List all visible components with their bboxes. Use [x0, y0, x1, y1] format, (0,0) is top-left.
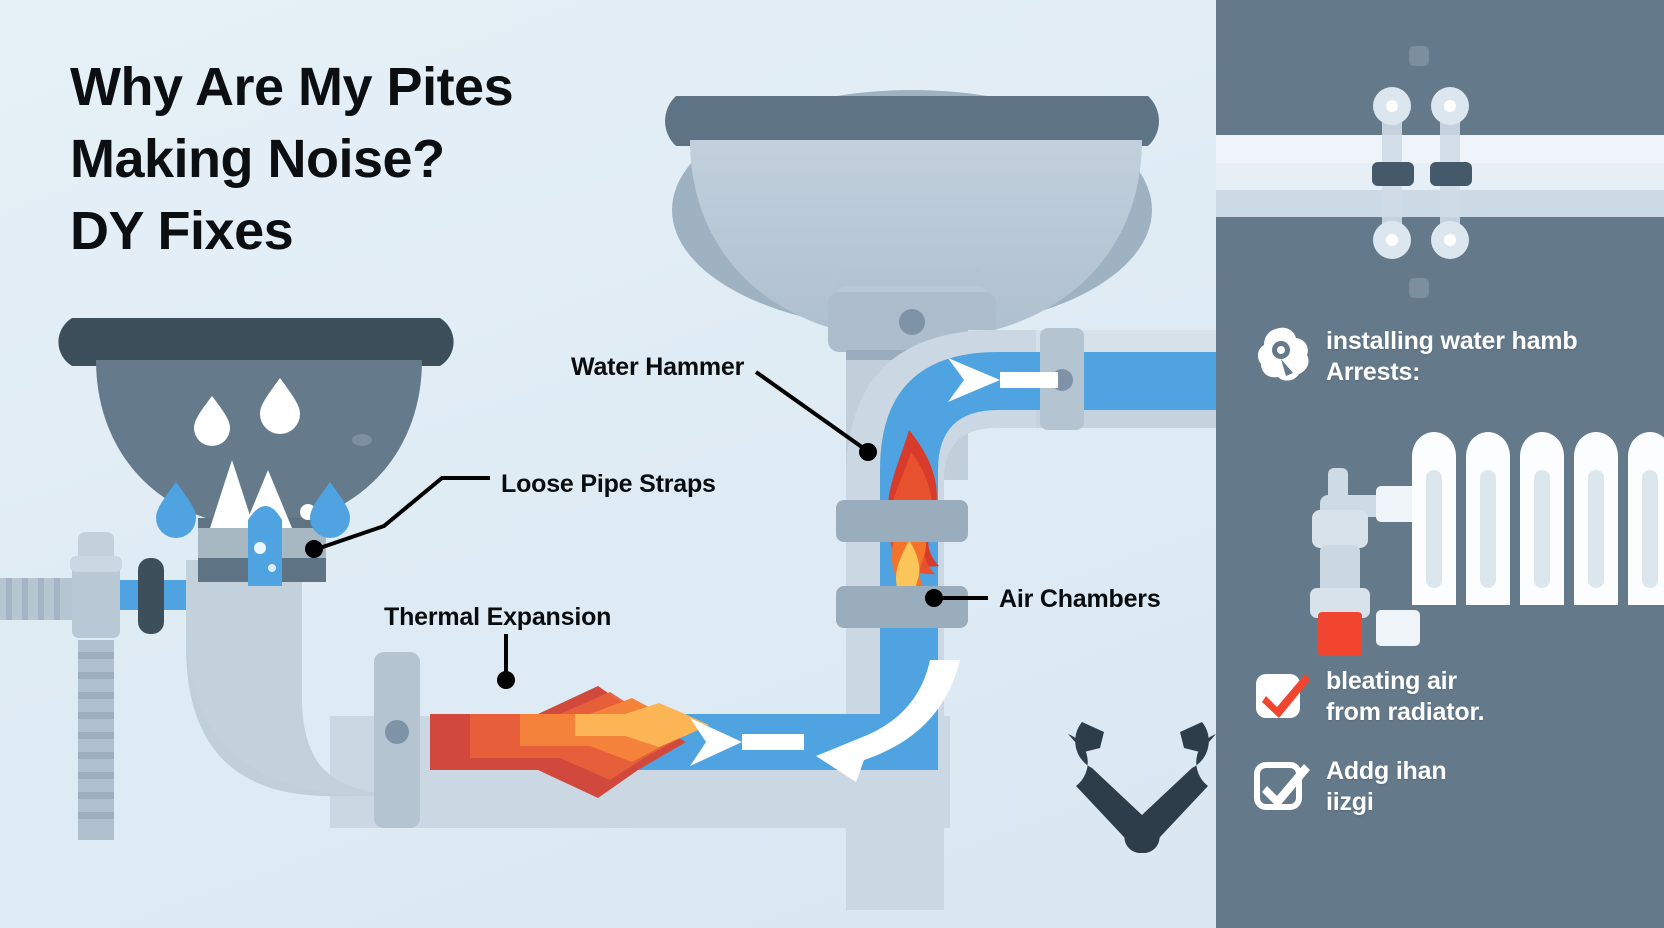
headline-line-3: DY Fixes — [70, 200, 294, 261]
bleed-valve-tip — [1318, 612, 1362, 656]
pipe-strap — [836, 586, 968, 628]
checkbox-checked-icon — [1256, 674, 1310, 718]
flow-arrow-lower-curve — [816, 660, 960, 782]
flame-horizontal-pipe — [430, 686, 709, 798]
flow-arrow-lower — [690, 718, 804, 766]
headline-line-1: Why Are My Pites — [70, 57, 514, 117]
checkbox-checked-outline-icon — [1254, 762, 1310, 810]
pipe-strap — [836, 500, 968, 542]
left-leaking-sink-group — [58, 318, 454, 586]
horizontal-pipe-with-two-straps — [1216, 46, 1664, 298]
main-pipe-run — [186, 330, 1216, 910]
leader-loose-straps — [313, 476, 490, 552]
callout-label-thermal-expansion: Thermal Expansion — [384, 603, 612, 631]
flow-arrows — [690, 358, 1058, 782]
tip-line-2: Arrests: — [1326, 357, 1421, 386]
leader-water-hammer — [754, 370, 868, 452]
water-hammer-arrestor-icon — [1257, 327, 1309, 381]
flow-arrow-upper — [948, 358, 1058, 402]
tip-line-2: from radiator. — [1326, 697, 1485, 726]
callout-label-water-hammer: Water Hammer — [571, 353, 745, 381]
pipe-straps-group — [374, 328, 1084, 828]
water-drips-blue — [156, 482, 350, 538]
valve-handle — [138, 558, 164, 634]
tip-line-2: iizgi — [1326, 787, 1374, 816]
water-drips — [194, 378, 316, 520]
callout-label-air-chambers: Air Chambers — [999, 585, 1161, 613]
water-flow-path — [430, 352, 1216, 770]
center-sink-group — [665, 90, 1159, 480]
tip-line-1: Addg ihan — [1326, 757, 1447, 785]
tip-line-1: installing water hamb — [1326, 327, 1578, 355]
radiator-with-bleed-valve — [1310, 432, 1664, 656]
callout-leaders — [313, 370, 988, 678]
supply-valve-and-hose — [0, 532, 186, 840]
flame-vertical-pipe — [887, 430, 939, 603]
callout-label-loose-pipe-straps: Loose Pipe Straps — [501, 470, 716, 498]
tip-line-1: bleating air — [1326, 667, 1457, 695]
main-illustration-panel: Why Are My Pites Making Noise? DY Fixes — [0, 0, 1216, 928]
page-title: Why Are My Pites Making Noise? DY Fixes — [70, 52, 690, 267]
pipe-strap — [374, 652, 420, 828]
crossed-wrench-screwdriver-icon — [1068, 722, 1216, 854]
headline-line-2: Making Noise? — [70, 128, 445, 189]
pipe-strap — [1040, 328, 1084, 430]
